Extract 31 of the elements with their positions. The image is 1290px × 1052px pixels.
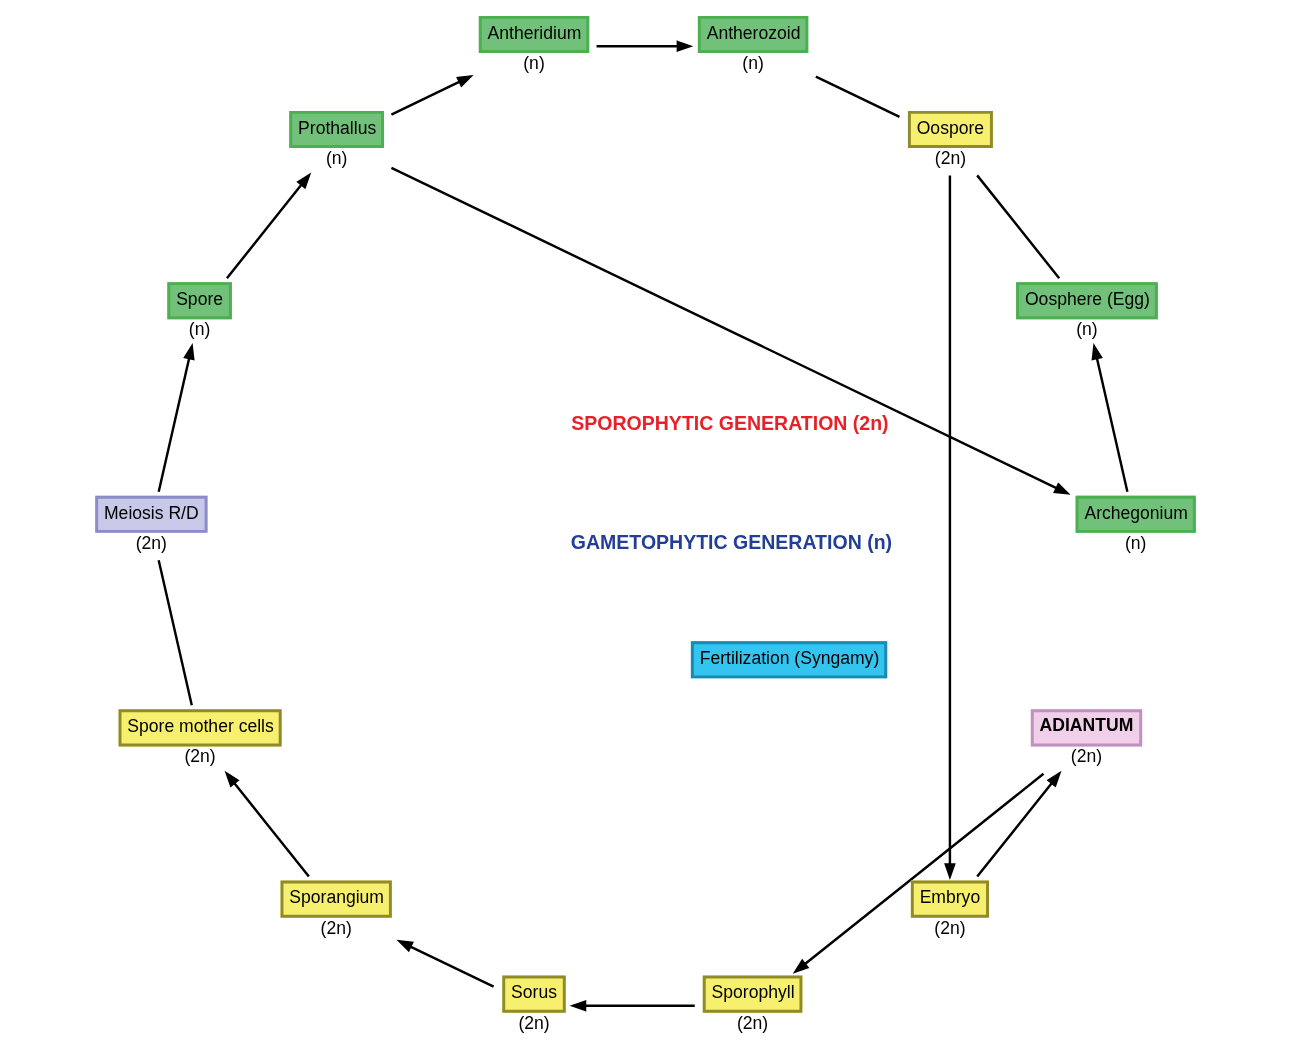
arrow xyxy=(596,40,694,52)
label: GAMETOPHYTIC GENERATION (n) xyxy=(570,531,893,554)
node-label: (2n) xyxy=(184,746,216,767)
arrow xyxy=(390,75,474,116)
connector xyxy=(976,174,1061,279)
arrow xyxy=(396,939,495,988)
arrow xyxy=(224,770,310,878)
node-label: (2n) xyxy=(518,1012,550,1033)
node-label: (2n) xyxy=(934,148,967,169)
node-label: (2n) xyxy=(1070,746,1103,767)
node-label: (n) xyxy=(742,53,764,74)
node-label: (2n) xyxy=(934,917,966,938)
label: SPOROPHYTIC GENERATION (2n) xyxy=(571,412,889,435)
arrow xyxy=(1091,343,1129,492)
arrow xyxy=(976,770,1062,878)
node-label: (n) xyxy=(523,53,545,74)
arrow xyxy=(944,175,956,880)
arrow xyxy=(157,343,195,492)
arrow xyxy=(390,166,1071,495)
node-label: (n) xyxy=(188,319,211,340)
connector xyxy=(157,559,193,706)
node-label: (2n) xyxy=(135,532,167,553)
arrow xyxy=(792,772,1045,974)
arrow xyxy=(225,172,312,279)
node-label: (n) xyxy=(325,148,348,169)
node-label: (n) xyxy=(1076,319,1098,340)
node-label: (n) xyxy=(1124,532,1147,553)
node-label: (2n) xyxy=(736,1012,769,1033)
node-label: (2n) xyxy=(320,917,352,938)
arrow xyxy=(569,1000,695,1012)
connector xyxy=(815,75,901,118)
